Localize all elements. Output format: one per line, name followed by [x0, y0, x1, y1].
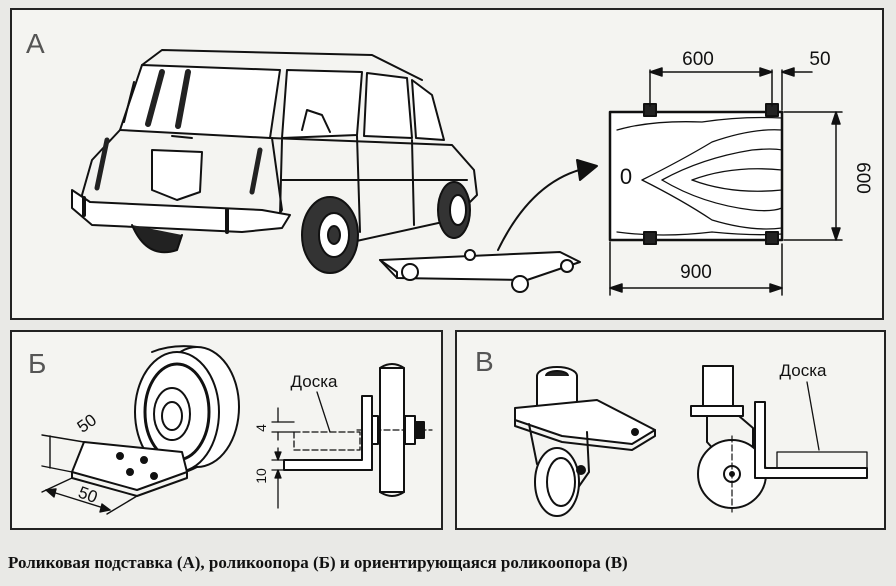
panel-v-letter: В: [475, 346, 494, 377]
board-dimension-lines: [609, 67, 843, 296]
panel-v-drawing: Доска: [514, 361, 868, 517]
roller-wheel-illustration: [134, 345, 240, 477]
panel-a: А: [10, 8, 884, 320]
dim-50-upper-label: 50: [74, 410, 100, 436]
pointer-arrow: [497, 167, 588, 251]
board-mark-label: 0: [620, 164, 632, 189]
board-label-v: Доска: [780, 361, 827, 380]
swivel-caster-section-drawing: [690, 365, 868, 513]
dim-height-side-label: 600: [852, 162, 873, 194]
panel-b: Б: [10, 330, 443, 530]
board-label-b: Доска: [291, 372, 338, 391]
bracket-dimension-lines: [41, 434, 138, 515]
pointer-arrowhead: [576, 159, 598, 181]
board-plan-view: [608, 103, 784, 245]
panel-b-letter: Б: [28, 348, 47, 379]
section-dimension-lines: [271, 407, 295, 509]
dim-offset-label: 50: [809, 49, 830, 70]
dim-width-top-label: 600: [682, 49, 714, 70]
roller-stand-platform: [379, 249, 581, 293]
dim-4-label: 4: [253, 424, 269, 432]
dim-10-label: 10: [253, 468, 269, 484]
figure-caption: Роликовая подставка (А), роликоопора (Б)…: [8, 553, 628, 572]
dim-length-bottom-label: 900: [680, 262, 712, 283]
panel-v: В: [455, 330, 886, 530]
swivel-caster-illustration: [514, 366, 656, 517]
dim-50-lower-label: 50: [76, 483, 100, 507]
station-wagon-car-illustration: [71, 49, 478, 274]
panel-a-drawing: 600 50 600 900 0: [71, 49, 873, 296]
panel-b-drawing: 50 50 Доска 4 10: [41, 345, 433, 515]
panel-a-letter: А: [26, 28, 45, 59]
